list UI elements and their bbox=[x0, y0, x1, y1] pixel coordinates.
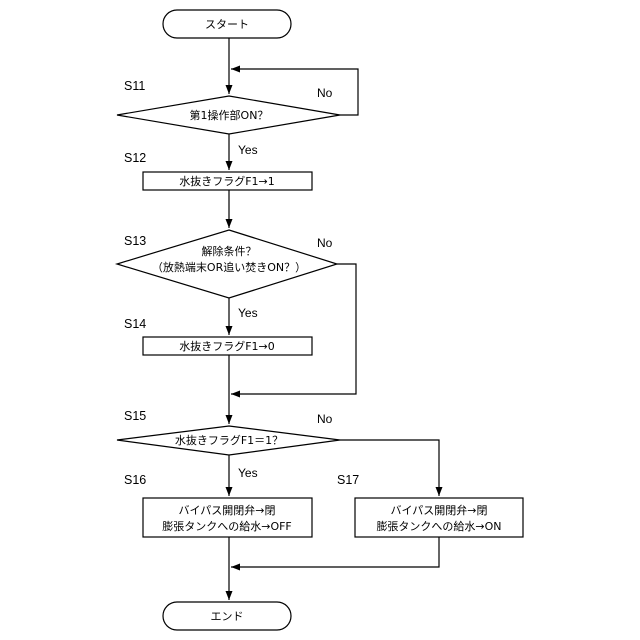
step-id-s16: S16 bbox=[124, 473, 146, 487]
end-terminal: エンド bbox=[163, 602, 291, 630]
step-id-s13: S13 bbox=[124, 234, 146, 248]
decision-s13-line1: 解除条件？ bbox=[202, 244, 257, 258]
no-label-s11: No bbox=[317, 86, 333, 100]
yes-label-s15: Yes bbox=[238, 466, 258, 480]
process-s12: 水抜きフラグF1→1 bbox=[143, 172, 312, 190]
start-terminal: スタート bbox=[163, 10, 291, 38]
connector-s15-s17 bbox=[340, 440, 439, 496]
decision-s11-text: 第1操作部ON？ bbox=[190, 108, 269, 122]
decision-s11: 第1操作部ON？ bbox=[117, 96, 340, 134]
no-label-s15: No bbox=[317, 412, 333, 426]
process-s17-line1: バイパス開閉弁→閉 bbox=[391, 503, 488, 517]
process-s17: バイパス開閉弁→閉 膨張タンクへの給水→ON bbox=[355, 498, 523, 537]
decision-s13: 解除条件？ （放熱端末OR追い焚きON？） bbox=[117, 230, 337, 298]
process-s12-text: 水抜きフラグF1→1 bbox=[179, 174, 275, 188]
step-id-s14: S14 bbox=[124, 317, 146, 331]
end-label: エンド bbox=[211, 610, 244, 623]
process-s14-text: 水抜きフラグF1→0 bbox=[179, 339, 275, 353]
decision-s15-text: 水抜きフラグF1＝1？ bbox=[175, 433, 283, 447]
step-id-s15: S15 bbox=[124, 409, 146, 423]
process-s16-line2: 膨張タンクへの給水→OFF bbox=[162, 519, 292, 533]
process-s16: バイパス開閉弁→閉 膨張タンクへの給水→OFF bbox=[143, 498, 312, 537]
step-id-s12: S12 bbox=[124, 151, 146, 165]
connector-s17-merge bbox=[231, 537, 439, 567]
process-s17-line2: 膨張タンクへの給水→ON bbox=[376, 519, 501, 533]
step-id-s17: S17 bbox=[337, 473, 359, 487]
process-s14: 水抜きフラグF1→0 bbox=[143, 337, 312, 355]
decision-s15: 水抜きフラグF1＝1？ bbox=[117, 426, 340, 455]
step-id-s11: S11 bbox=[124, 79, 145, 93]
start-label: スタート bbox=[205, 18, 249, 31]
decision-s13-line2: （放熱端末OR追い焚きON？） bbox=[152, 260, 306, 274]
yes-label-s11: Yes bbox=[238, 143, 258, 157]
process-s16-line1: バイパス開閉弁→閉 bbox=[179, 503, 276, 517]
yes-label-s13: Yes bbox=[238, 306, 258, 320]
no-label-s13: No bbox=[317, 236, 333, 250]
